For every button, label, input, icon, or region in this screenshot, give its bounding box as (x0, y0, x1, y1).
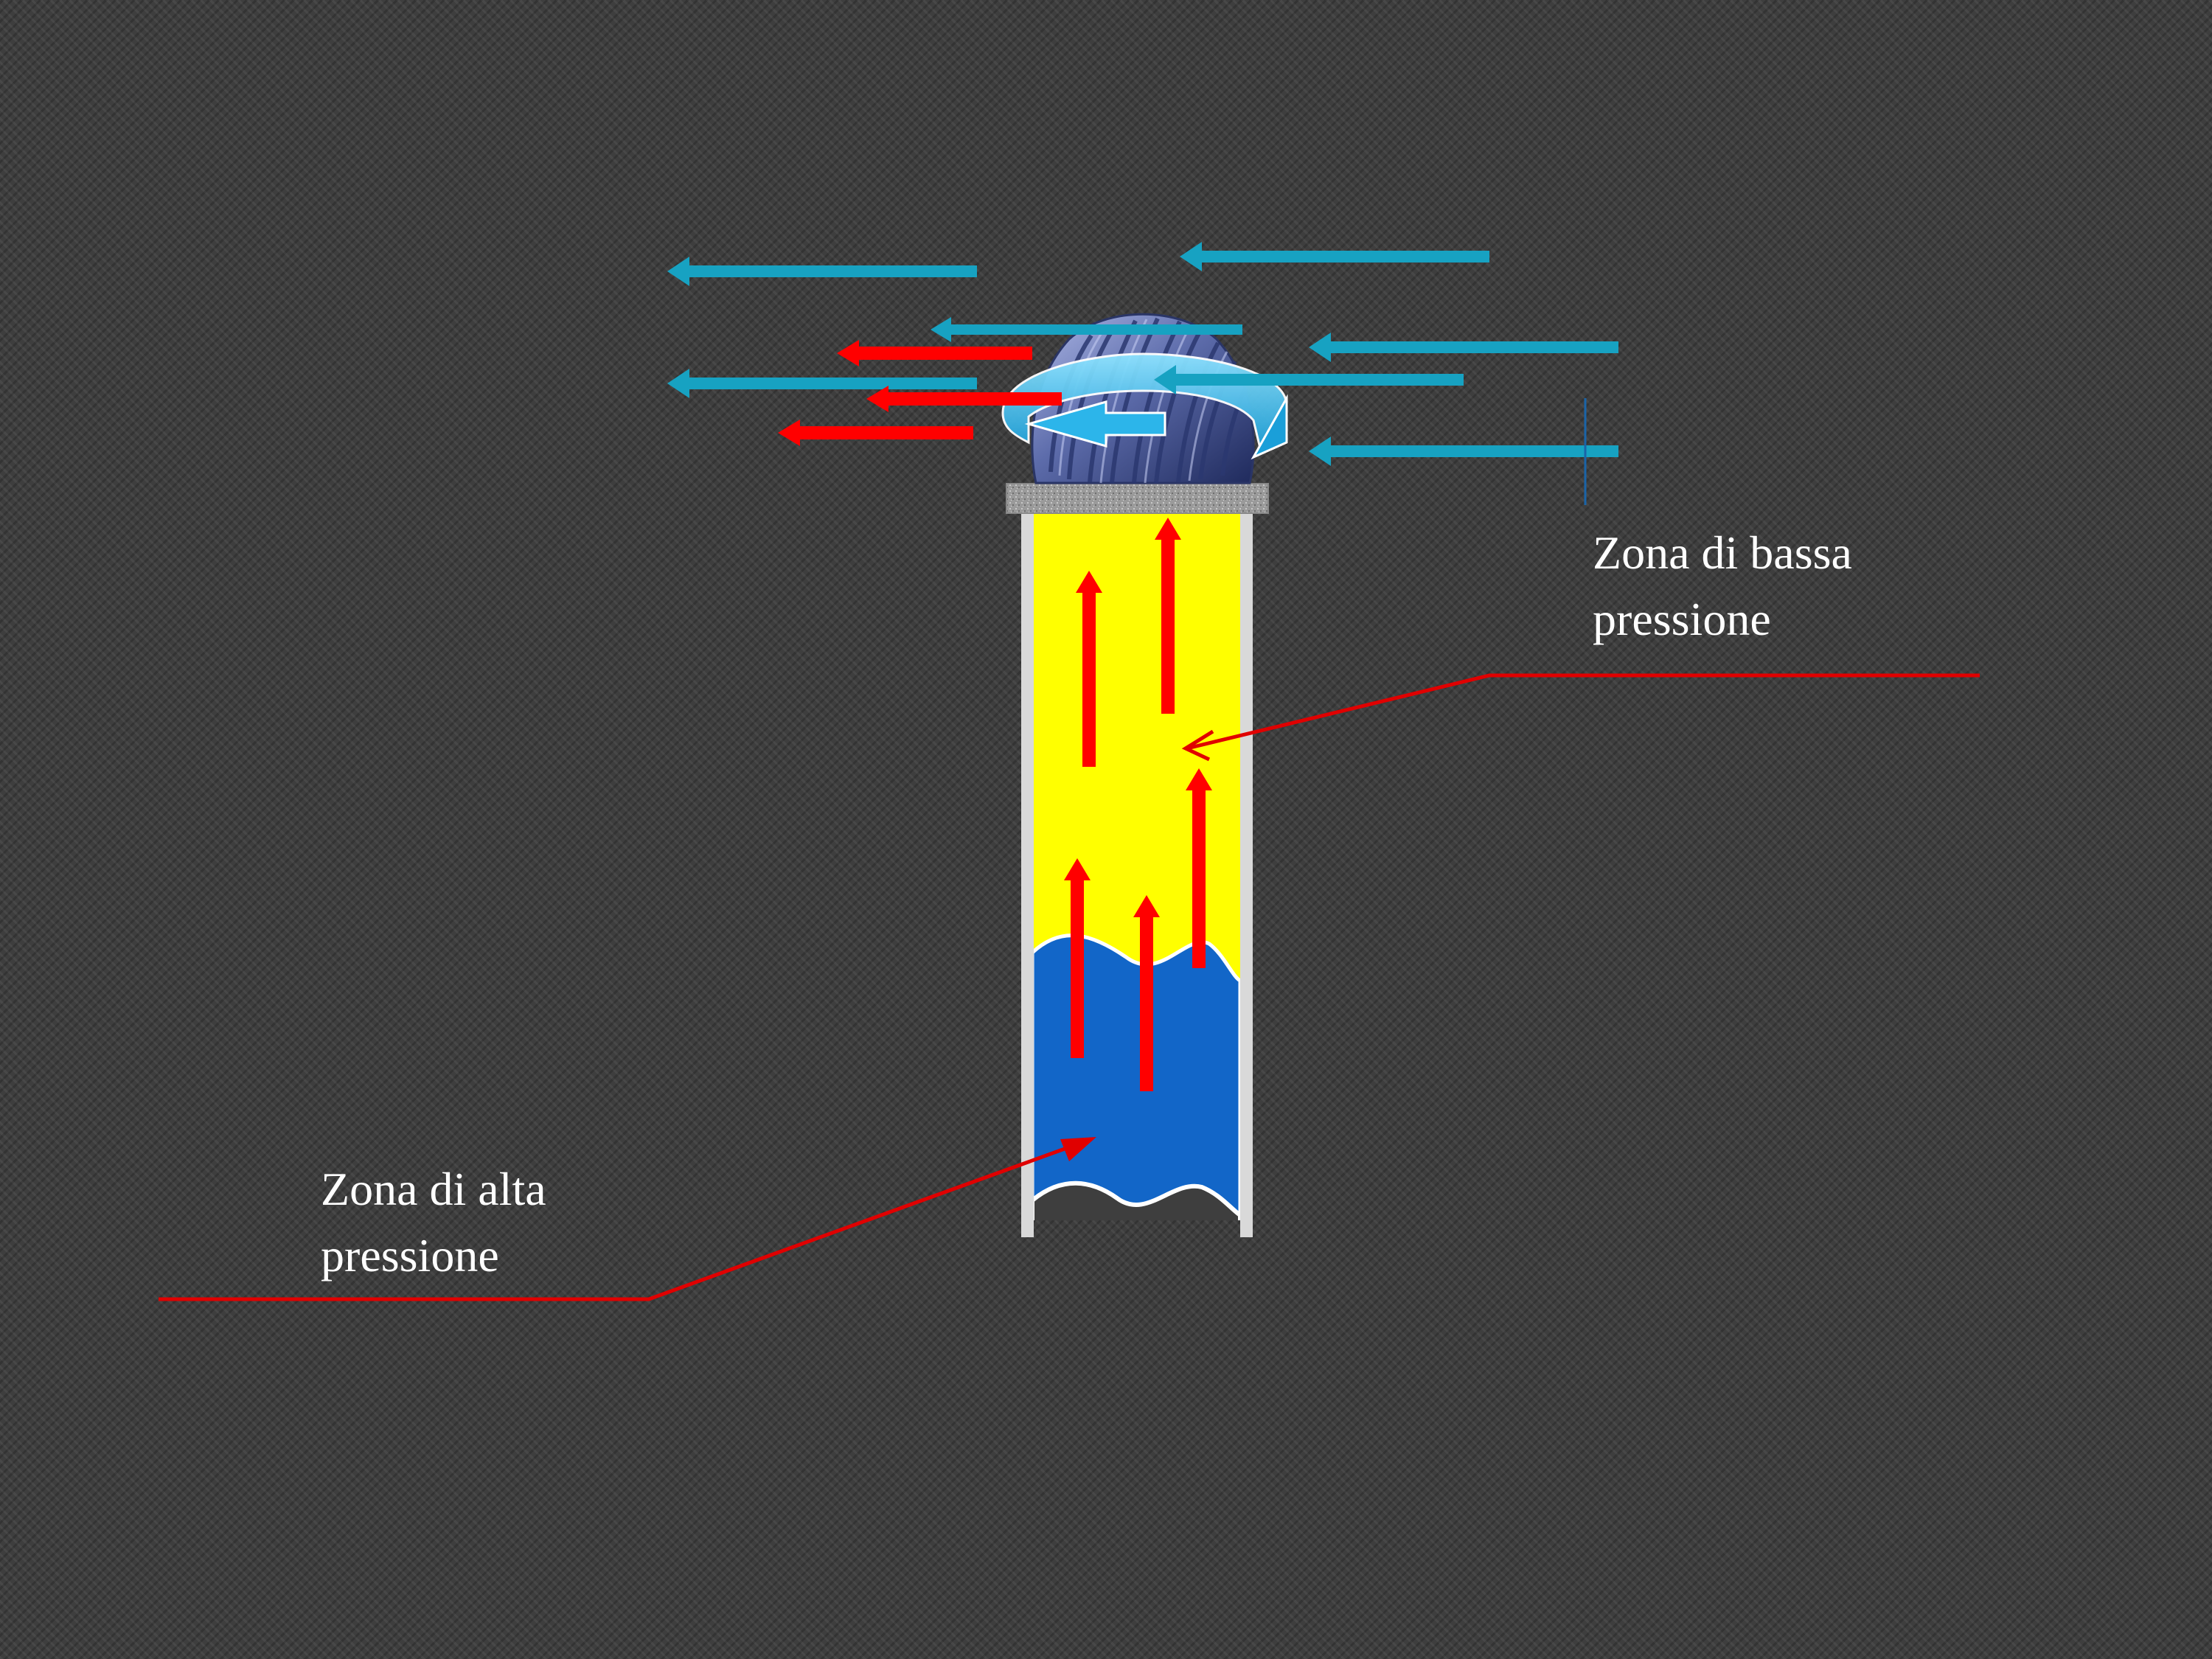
low-pressure-label-line2: pressione (1593, 593, 1771, 645)
wind-arrow (1154, 365, 1464, 394)
rising-arrow (1155, 518, 1181, 714)
wind-arrow (1309, 437, 1618, 466)
exhaust-arrows (778, 340, 1062, 446)
pipe-bottom-cut (1032, 1180, 1240, 1220)
low-pressure-pointer (1181, 673, 1980, 762)
exhaust-arrow (778, 420, 973, 446)
wind-arrows (667, 242, 1618, 466)
rising-arrow (1186, 768, 1212, 968)
low-pressure-zone-label: Zona di bassa pressione (1593, 520, 1852, 653)
turbine-base (1006, 483, 1269, 514)
wind-arrow (1309, 333, 1618, 362)
wind-arrow (1180, 242, 1489, 271)
pipe-wall-right (1240, 501, 1253, 1237)
high-pressure-zone-label: Zona di alta pressione (321, 1156, 546, 1289)
wind-arrow (667, 369, 977, 398)
rising-arrow (1133, 895, 1160, 1091)
high-pressure-label-line2: pressione (321, 1229, 499, 1281)
cool-air-zone (1032, 933, 1240, 1220)
high-pressure-label-line1: Zona di alta (321, 1163, 546, 1215)
exhaust-arrow (837, 340, 1032, 366)
rising-arrow (1076, 571, 1102, 767)
wind-arrow (931, 317, 1242, 342)
low-pressure-label-line1: Zona di bassa (1593, 526, 1852, 579)
high-pressure-pointer (159, 1137, 1092, 1301)
wind-arrow (667, 257, 977, 286)
rising-arrow (1064, 858, 1091, 1058)
exhaust-arrow (866, 386, 1062, 412)
rising-air-arrows (1064, 518, 1212, 1091)
high-pressure-pointer-head (1060, 1137, 1096, 1161)
pipe-wall-left (1021, 501, 1034, 1237)
